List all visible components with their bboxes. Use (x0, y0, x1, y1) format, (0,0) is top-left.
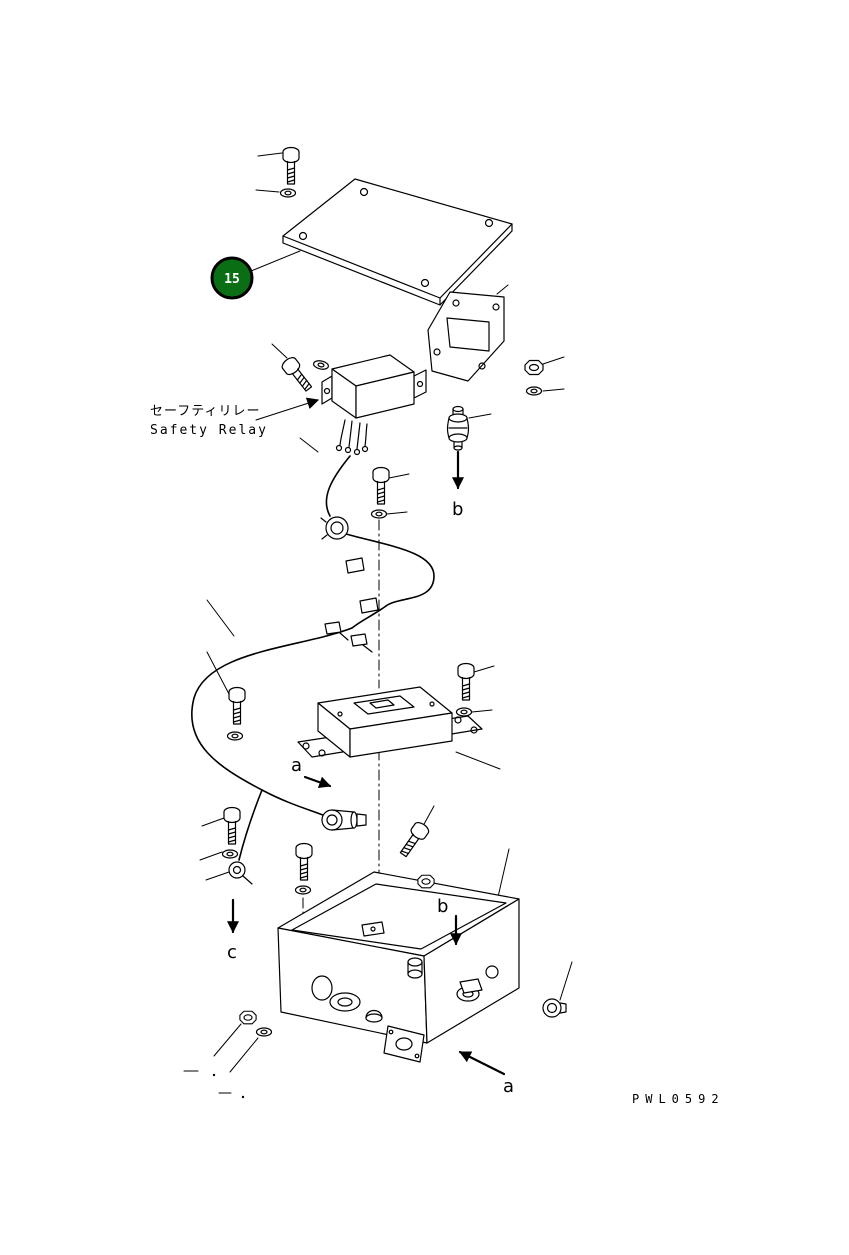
label-c: c (227, 942, 237, 963)
label-a-bottom: a (503, 1076, 514, 1097)
harness-grommet (320, 516, 349, 540)
washer-box-top (294, 885, 312, 895)
washer-bottom-left (255, 1027, 273, 1037)
arrow-a-bottom: a (458, 1050, 514, 1097)
nut-bottom-left (239, 1010, 257, 1025)
part-badge-circle[interactable] (210, 256, 254, 300)
nut-top-right (524, 359, 544, 376)
harness-end-connector (321, 809, 367, 831)
part-badge-number: 15 (224, 272, 240, 287)
safety-relay (321, 354, 427, 456)
washer-controller-left (226, 731, 244, 741)
bushing-right (542, 998, 567, 1018)
relay-label-en: Safety Relay (150, 423, 268, 438)
cover-plate (282, 178, 513, 306)
bolt-angled (396, 819, 432, 860)
rubber-mount (446, 405, 470, 451)
washer-top (279, 188, 297, 198)
washer-controller-right (455, 707, 473, 717)
wiring-harness (191, 455, 435, 861)
ring-terminal (228, 861, 253, 885)
drawing-code: PWL0592 (632, 1092, 725, 1106)
washer-relay (312, 358, 330, 372)
washer-top-right (525, 386, 543, 396)
relay-label-jp: セーフティリレー (150, 404, 260, 419)
washer-lower-left (221, 849, 239, 859)
mounting-bracket (427, 291, 505, 382)
tick-marks (183, 1070, 245, 1099)
bolt-top (282, 146, 300, 185)
arrow-c: c (227, 898, 239, 963)
relay-label-arrow (255, 397, 320, 421)
washer-mid (370, 509, 388, 519)
label-a-mid: a (291, 755, 302, 776)
terminal-box (277, 871, 520, 1063)
label-b-lower: b (437, 896, 448, 917)
arrow-b-upper: b (452, 450, 464, 520)
leader-lines (199, 152, 573, 1073)
part-badge-15[interactable]: 15 (210, 256, 254, 300)
arrow-b-lower: b (437, 896, 462, 946)
controller (297, 686, 483, 758)
bolt-box-top (295, 842, 313, 881)
bolt-relay (279, 354, 316, 395)
arrow-a-mid: a (291, 755, 332, 788)
bolt-controller-left (228, 686, 246, 725)
relay-label: セーフティリレー Safety Relay (150, 397, 320, 438)
harness-connectors (324, 557, 379, 653)
bolt-lower-left (223, 806, 241, 845)
bolt-controller-right (457, 662, 475, 701)
bolt-mid (372, 466, 390, 505)
label-b-upper: b (452, 499, 463, 520)
